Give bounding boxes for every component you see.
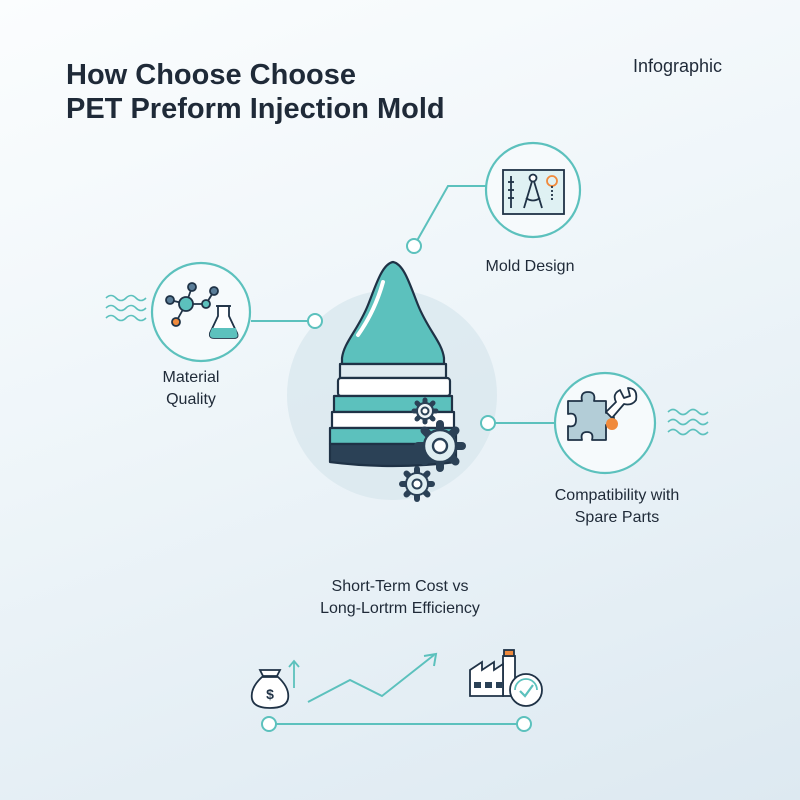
drafting-blueprint-icon: [502, 169, 565, 215]
material-quality-node: [105, 261, 252, 363]
cost-line-1: Short-Term Cost vs: [331, 578, 469, 595]
material-quality-line-1: Material: [162, 369, 220, 386]
wave-icon-right: [667, 408, 709, 436]
money-bag-icon: $: [250, 669, 290, 709]
connector-compatibility: [480, 415, 556, 431]
factory-gauge-icon: [469, 649, 543, 707]
compatibility-label: Compatibility with Spare Parts: [522, 485, 712, 529]
molecule-flask-icon: [165, 282, 239, 339]
wave-icon-left: [105, 294, 147, 322]
up-arrow-icon: [288, 659, 300, 688]
compatibility-line-2: Spare Parts: [574, 509, 660, 526]
compatibility-line-1: Compatibility with: [554, 487, 680, 504]
cost-timeline: [261, 716, 532, 732]
gear-icon-large: [414, 420, 466, 472]
material-quality-line-2: Quality: [166, 391, 216, 408]
gear-icon-small-bottom: [399, 466, 435, 502]
mold-design-node: [484, 141, 582, 239]
mold-design-label: Mold Design: [485, 258, 575, 275]
compatibility-node: [553, 371, 709, 475]
cost-efficiency-label: Short-Term Cost vs Long-Lortrm Efficienc…: [270, 576, 530, 620]
cost-line-2: Long-Lortrm Efficiency: [320, 600, 480, 617]
connector-mold-design: [406, 185, 487, 254]
gear-icon-small-top: [411, 397, 439, 425]
infographic-tag: Infographic: [633, 56, 723, 76]
page-title: How Choose Choose PET Preform Injection …: [66, 58, 445, 126]
money-symbol: $: [266, 686, 274, 702]
puzzle-wrench-icon: [567, 387, 638, 441]
connector-material-quality: [251, 313, 323, 329]
title-line-2: PET Preform Injection Mold: [66, 93, 445, 125]
material-quality-label: Material Quality: [126, 367, 256, 411]
title-line-1: How Choose Choose: [66, 59, 357, 91]
trend-arrow-icon: [307, 652, 438, 703]
